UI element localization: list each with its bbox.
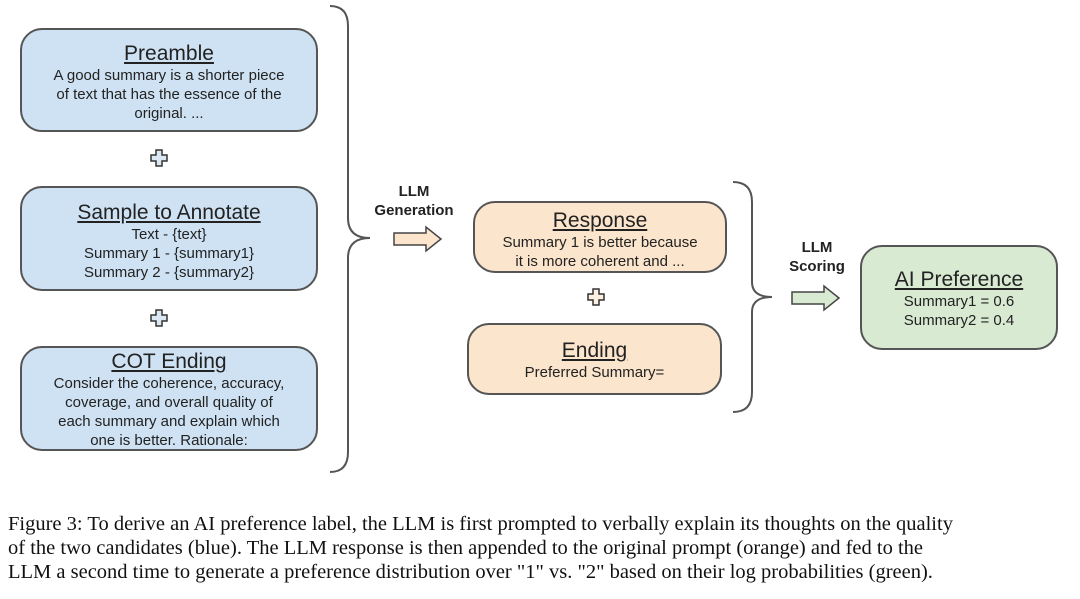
ending-title: Ending xyxy=(561,339,628,362)
plus-icon xyxy=(150,309,168,327)
sample-to-annotate-body: Text - {text} Summary 1 - {summary1} Sum… xyxy=(83,226,255,281)
response-body: Summary 1 is better because it is more c… xyxy=(502,234,698,270)
diagram-shapes xyxy=(150,5,841,473)
response-title: Response xyxy=(552,209,648,232)
cot-ending-body: Consider the coherence, accuracy, covera… xyxy=(53,375,285,449)
caption-line: LLM a second time to generate a preferen… xyxy=(8,561,933,583)
ending-body: Preferred Summary= xyxy=(524,364,665,381)
preamble-box: Preamble A good summary is a shorter pie… xyxy=(20,28,318,132)
orange-group-brace xyxy=(732,181,773,413)
plus-icon xyxy=(150,149,168,167)
llm-scoring-label: LLM Scoring xyxy=(789,239,845,275)
right-arrow-icon xyxy=(791,284,841,312)
ai-preference-title: AI Preference xyxy=(894,268,1024,291)
sample-to-annotate-title: Sample to Annotate xyxy=(77,201,261,224)
figure-caption: Figure 3: To derive an AI preference lab… xyxy=(8,512,1076,584)
right-arrow-icon xyxy=(393,225,443,253)
response-box: Response Summary 1 is better because it … xyxy=(473,201,727,273)
cot-ending-title: COT Ending xyxy=(111,350,227,373)
left-group-brace xyxy=(329,5,371,473)
ai-preference-body: Summary1 = 0.6 Summary2 = 0.4 xyxy=(903,293,1015,329)
sample-to-annotate-box: Sample to Annotate Text - {text} Summary… xyxy=(20,186,318,291)
preamble-body: A good summary is a shorter piece of tex… xyxy=(53,67,285,122)
llm-generation-label: LLM Generation xyxy=(374,183,454,219)
preamble-title: Preamble xyxy=(124,42,214,65)
caption-line: of the two candidates (blue). The LLM re… xyxy=(8,537,924,559)
cot-ending-box: COT Ending Consider the coherence, accur… xyxy=(20,346,318,451)
caption-line: Figure 3: To derive an AI preference lab… xyxy=(8,513,953,535)
plus-icon xyxy=(587,288,605,306)
ending-box: Ending Preferred Summary= xyxy=(467,323,722,395)
ai-preference-box: AI Preference Summary1 = 0.6 Summary2 = … xyxy=(860,245,1058,350)
